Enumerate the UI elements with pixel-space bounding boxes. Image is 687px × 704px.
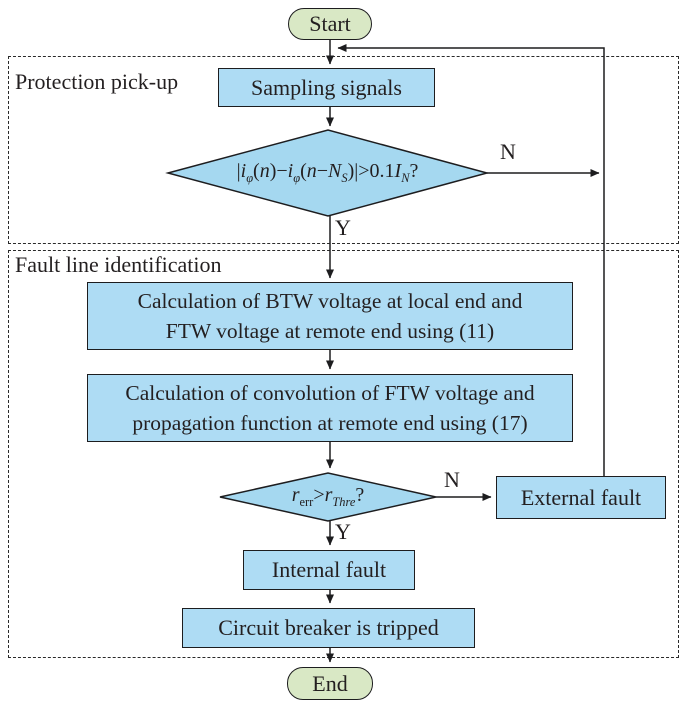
math-segment: S xyxy=(341,170,348,185)
math-segment: − xyxy=(316,160,329,183)
math-segment: n xyxy=(259,160,270,183)
math-segment: ( xyxy=(300,160,307,183)
threshold-decision-diamond xyxy=(219,472,437,522)
math-segment: N xyxy=(401,170,410,185)
pickup-decision-diamond xyxy=(165,129,490,217)
math-segment: > xyxy=(313,484,325,507)
process-calc-btw-line1: Calculation of BTW voltage at local end … xyxy=(137,288,523,313)
process-calc-btw-voltage: Calculation of BTW voltage at local end … xyxy=(87,282,573,350)
group-label-fault-line-identification: Fault line identification xyxy=(15,252,222,277)
process-external-fault: External fault xyxy=(496,476,666,519)
math-segment: | xyxy=(236,160,241,183)
math-segment: φ xyxy=(246,170,254,185)
math-segment: N xyxy=(328,160,342,183)
math-segment: I xyxy=(394,160,402,183)
process-calc-convolution-line2: propagation function at remote end using… xyxy=(132,411,528,435)
threshold-yes-label: Y xyxy=(335,519,351,544)
process-calc-convolution: Calculation of convolution of FTW voltag… xyxy=(87,374,573,442)
math-segment: ? xyxy=(355,484,365,507)
group-label-protection-pickup: Protection pick-up xyxy=(15,69,179,94)
arrow-feedback-return xyxy=(337,44,605,476)
process-calc-btw-line2: FTW voltage at remote end using (11) xyxy=(165,319,495,343)
math-segment: i xyxy=(240,160,247,183)
start-terminal: Start xyxy=(288,8,372,40)
math-segment: )− xyxy=(269,160,288,183)
math-segment: err xyxy=(299,494,314,509)
math-segment: ( xyxy=(253,160,260,183)
threshold-decision-condition: rerr>rThre? xyxy=(220,473,436,521)
pickup-no-label: N xyxy=(500,139,516,164)
process-sampling-signals: Sampling signals xyxy=(218,68,435,107)
math-segment: )|>0.1 xyxy=(347,160,395,183)
process-internal-fault: Internal fault xyxy=(243,550,415,590)
math-segment: φ xyxy=(293,170,301,185)
end-terminal: End xyxy=(287,667,373,700)
math-segment: i xyxy=(287,160,294,183)
pickup-yes-label: Y xyxy=(335,215,351,240)
math-segment: n xyxy=(306,160,317,183)
pickup-decision-condition: |iφ(n)−iφ(n−NS)|>0.1IN? xyxy=(168,130,487,216)
threshold-no-label: N xyxy=(444,467,460,492)
math-segment: ? xyxy=(409,160,419,183)
math-segment: Thre xyxy=(332,494,356,509)
process-circuit-breaker: Circuit breaker is tripped xyxy=(182,608,475,648)
math-segment: r xyxy=(324,484,333,507)
group-fault-line-identification xyxy=(8,250,679,658)
group-protection-pickup xyxy=(8,56,679,244)
process-calc-convolution-line1: Calculation of convolution of FTW voltag… xyxy=(125,380,535,405)
math-segment: r xyxy=(291,484,300,507)
